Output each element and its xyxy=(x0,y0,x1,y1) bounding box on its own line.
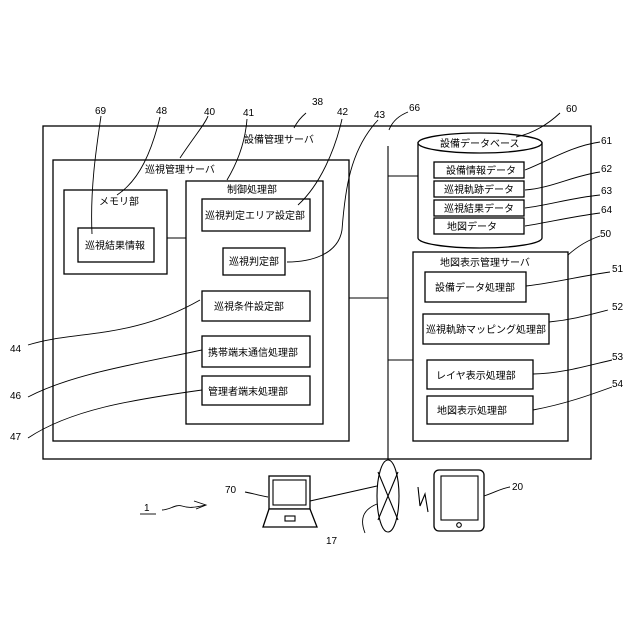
patrol-management-server-label: 巡視管理サーバ xyxy=(145,163,215,176)
ref-20: 20 xyxy=(512,482,524,493)
admin-terminal-processing-label: 管理者端末処理部 xyxy=(208,385,288,398)
ref-53: 53 xyxy=(612,352,624,363)
patrol-condition-setting-label: 巡視条件設定部 xyxy=(214,300,284,313)
ref-42: 42 xyxy=(337,107,349,118)
ref-46: 46 xyxy=(10,391,22,402)
ref-40: 40 xyxy=(204,107,216,118)
track-mapping-processing-label: 巡視軌跡マッピング処理部 xyxy=(426,323,546,336)
patrol-judgment-area-setting-label: 巡視判定エリア設定部 xyxy=(205,209,305,222)
ref-60: 60 xyxy=(566,104,578,115)
ref-63: 63 xyxy=(601,186,613,197)
ref-62: 62 xyxy=(601,164,613,175)
map-display-processing-label: 地図表示処理部 xyxy=(437,404,507,417)
patrol-track-data-label: 巡視軌跡データ xyxy=(444,183,514,196)
layer-display-processing-label: レイヤ表示処理部 xyxy=(436,369,516,382)
ref-52: 52 xyxy=(612,302,624,313)
mobile-terminal-comm-label: 携帯端末通信処理部 xyxy=(208,346,298,359)
ref-43: 43 xyxy=(374,110,386,121)
ref-61: 61 xyxy=(601,136,613,147)
laptop-icon xyxy=(263,476,317,527)
equipment-management-server-label: 設備管理サーバ xyxy=(244,133,314,146)
ref-64: 64 xyxy=(601,205,613,216)
ref-38: 38 xyxy=(312,97,324,108)
patrol-result-data-label: 巡視結果データ xyxy=(444,202,514,215)
ref-48: 48 xyxy=(156,106,168,117)
ref-44: 44 xyxy=(10,344,22,355)
wireless-link-icon xyxy=(418,487,428,512)
ref-50: 50 xyxy=(600,229,612,240)
equipment-data-processing-label: 設備データ処理部 xyxy=(435,281,515,294)
equipment-info-data-label: 設備情報データ xyxy=(446,164,516,177)
map-display-server-label: 地図表示管理サーバ xyxy=(440,256,530,269)
ref-47: 47 xyxy=(10,432,22,443)
ref-70: 70 xyxy=(225,485,237,496)
tablet-icon xyxy=(434,470,484,531)
network-symbol xyxy=(377,460,399,532)
map-data-label: 地図データ xyxy=(447,220,497,233)
ref-66: 66 xyxy=(409,103,421,114)
patrol-judgment-label: 巡視判定部 xyxy=(229,255,279,268)
control-processing-unit-label: 制御処理部 xyxy=(227,183,277,196)
laptop-network-link xyxy=(310,486,377,501)
ref-17: 17 xyxy=(326,536,338,547)
memory-unit-label: メモリ部 xyxy=(99,195,139,208)
ref-41: 41 xyxy=(243,108,255,119)
ref-54: 54 xyxy=(612,379,624,390)
ref-1: 1 xyxy=(144,503,150,514)
equipment-database-label: 設備データベース xyxy=(440,137,520,150)
ref-51: 51 xyxy=(612,264,624,275)
ref-69: 69 xyxy=(95,106,107,117)
patrol-result-info-label: 巡視結果情報 xyxy=(85,239,145,252)
